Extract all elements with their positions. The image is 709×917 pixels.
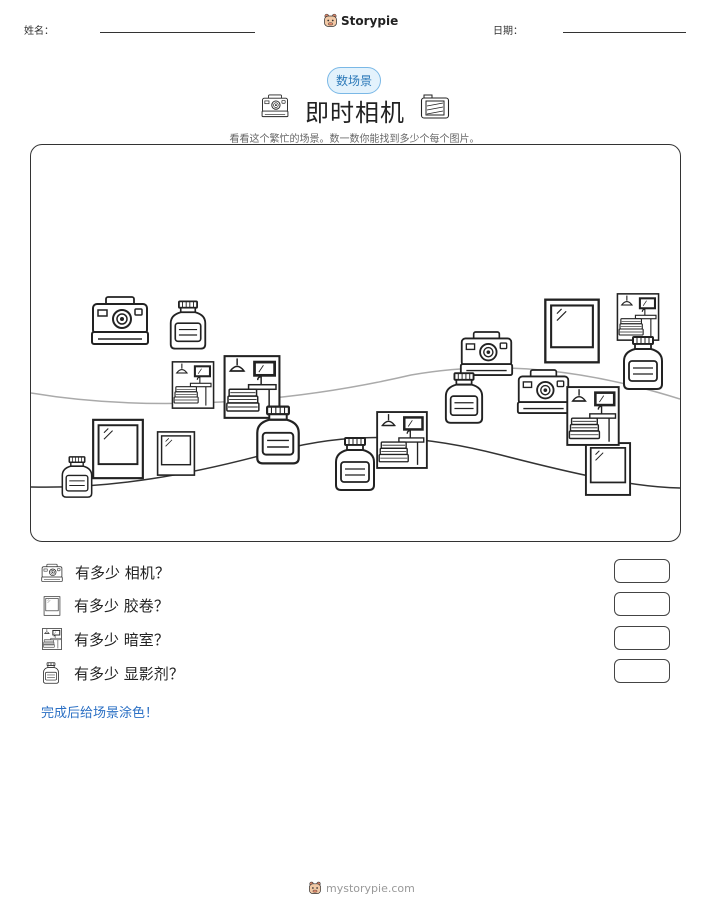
brand-logo: Storypie: [323, 13, 398, 28]
developer-bottle-icon: [622, 335, 664, 391]
film-icon: [156, 431, 196, 476]
darkroom-icon: [376, 411, 428, 469]
film-camera-icon: [420, 94, 450, 119]
developer-bottle-icon: [334, 436, 376, 492]
site-footer: mystorypie.com: [308, 881, 415, 895]
camera-icon: [261, 94, 289, 118]
brand-name: Storypie: [341, 13, 399, 28]
film-icon: [584, 442, 632, 496]
darkroom-icon: [616, 293, 660, 341]
date-field[interactable]: [563, 32, 686, 33]
storypie-logo-icon: [323, 13, 338, 28]
camera-icon: [91, 296, 149, 345]
question-row-developer: 有多少 显影剂？: [42, 662, 184, 684]
film-icon: [42, 596, 62, 616]
question-row-darkroom: 有多少 暗室？: [42, 628, 169, 650]
date-label: 日期：: [493, 26, 523, 37]
question-row-cameras: 有多少 相机？: [41, 562, 170, 583]
category-badge: 数场景: [327, 67, 382, 94]
question-text: 有多少 显影剂？: [74, 664, 184, 683]
scene-panel: [30, 144, 681, 542]
camera-icon: [516, 369, 571, 415]
coloring-note: 完成后给场景涂色！: [41, 706, 159, 721]
scene-illustration: [31, 293, 680, 498]
question-text: 有多少 暗室？: [74, 630, 169, 649]
answer-box-developer[interactable]: [614, 659, 670, 683]
developer-bottle-icon: [169, 300, 207, 350]
name-label: 姓名：: [24, 26, 54, 37]
page-title: 即时相机: [305, 99, 405, 127]
storypie-logo-icon: [308, 881, 322, 895]
answer-box-film[interactable]: [614, 592, 670, 616]
question-text: 有多少 胶卷？: [74, 597, 169, 615]
developer-bottle-icon: [444, 372, 484, 424]
camera-icon: [459, 331, 514, 377]
developer-bottle-icon: [42, 662, 60, 684]
darkroom-icon: [171, 361, 215, 409]
darkroom-icon: [42, 628, 62, 650]
instructions: 看看这个繁忙的场景。数一数你能找到多少个每个图片。: [229, 134, 480, 145]
developer-bottle-icon: [61, 456, 93, 498]
film-icon: [92, 418, 144, 480]
question-text: 有多少 相机？: [75, 564, 170, 582]
question-row-film: 有多少 胶卷？: [42, 595, 169, 616]
film-icon: [544, 298, 600, 364]
site-url: mystorypie.com: [326, 881, 415, 895]
answer-box-darkroom[interactable]: [614, 626, 670, 650]
camera-icon: [41, 563, 63, 583]
name-field[interactable]: [100, 32, 255, 33]
back-hill-line: [31, 367, 680, 405]
darkroom-icon: [566, 386, 620, 446]
answer-box-cameras[interactable]: [614, 559, 670, 583]
